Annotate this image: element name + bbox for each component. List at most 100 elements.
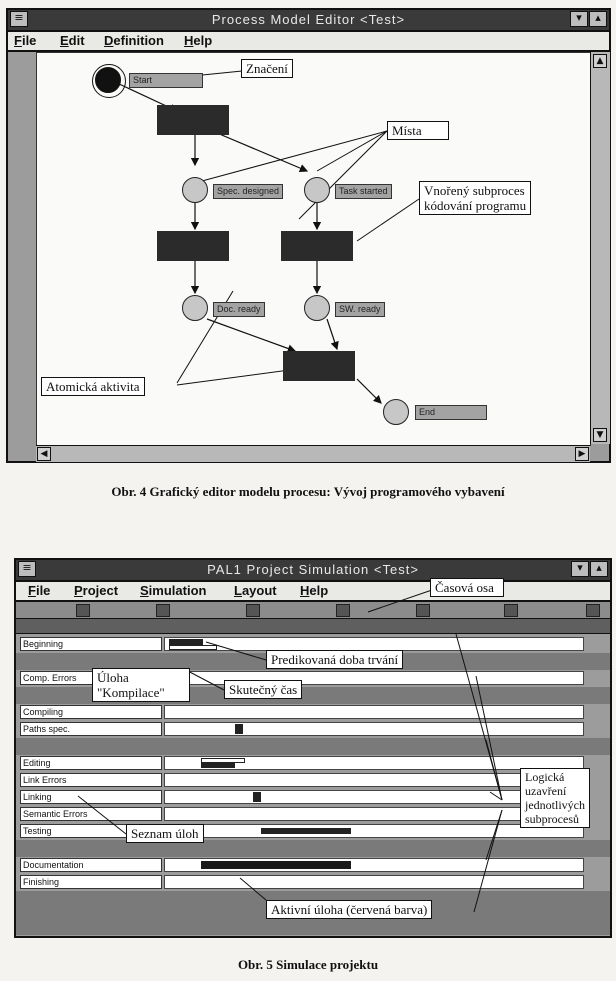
- system-menu-icon[interactable]: ≡: [18, 561, 36, 577]
- toolbar-icon[interactable]: [586, 604, 600, 617]
- task-row-paths-spec[interactable]: Paths spec.: [16, 721, 610, 738]
- task-row-documentation[interactable]: Documentation: [16, 857, 610, 874]
- callout-places: Místa: [387, 121, 449, 140]
- minimize-icon[interactable]: ▾: [571, 561, 589, 577]
- menu-bar: File Edit Definition Help: [8, 32, 609, 52]
- task-name: Documentation: [20, 858, 162, 872]
- callout-marking: Značení: [241, 59, 293, 78]
- menu-definition[interactable]: Definition: [104, 33, 164, 48]
- place-task-started[interactable]: [304, 177, 330, 203]
- toolbar-icon[interactable]: [504, 604, 518, 617]
- callout-logical-line1: Logická: [525, 770, 565, 784]
- active-task-bar: [201, 861, 351, 869]
- place-start[interactable]: [92, 64, 126, 98]
- task-name: Semantic Errors: [20, 807, 162, 821]
- figure4-caption: Obr. 4 Grafický editor modelu procesu: V…: [111, 484, 505, 499]
- callout-task-list: Seznam úloh: [126, 824, 204, 843]
- task-lane: [164, 875, 584, 889]
- menu-help[interactable]: Help: [184, 33, 213, 48]
- callout-lines: [77, 589, 503, 913]
- band-row: [16, 840, 610, 857]
- model-canvas[interactable]: Start Spec. designed Task started Doc. r…: [36, 52, 591, 446]
- system-menu-icon[interactable]: ≡: [10, 11, 28, 27]
- place-spec-designed[interactable]: [182, 177, 208, 203]
- timeline-toolbar: [16, 602, 610, 619]
- task-name: Compiling: [20, 705, 162, 719]
- callout-timeline: Časová osa: [430, 578, 504, 597]
- process-model-editor-window: ≡ Process Model Editor <Test> ▾ ▴ File E…: [6, 8, 611, 463]
- place-doc-ready[interactable]: [182, 295, 208, 321]
- predicted-bar: [201, 758, 245, 763]
- task-name: Beginning: [20, 637, 162, 651]
- task-name: Link Errors: [20, 773, 162, 787]
- task-lane: [164, 756, 584, 770]
- project-simulation-window: ≡ PAL1 Project Simulation <Test> ▾ ▴ Fil…: [14, 558, 612, 938]
- task-row-editing[interactable]: Editing: [16, 755, 610, 772]
- menu-edit[interactable]: Edit: [60, 33, 85, 48]
- task-name: Linking: [20, 790, 162, 804]
- title-bar: ≡ Process Model Editor <Test> ▾ ▴: [8, 10, 609, 32]
- minimize-icon[interactable]: ▾: [570, 11, 588, 27]
- label-task-started: Task started: [335, 184, 392, 199]
- menu-project[interactable]: Project: [74, 583, 119, 598]
- actual-bar: [169, 639, 203, 645]
- maximize-icon[interactable]: ▴: [589, 11, 607, 27]
- menu-file[interactable]: File: [28, 583, 51, 598]
- place-end[interactable]: [383, 399, 409, 425]
- task-row-linking[interactable]: Linking: [16, 789, 610, 806]
- actual-bar: [261, 828, 351, 834]
- callout-logical: Logická uzavření jednotlivých subprocesů: [520, 768, 590, 828]
- callout-logical-line2: uzavření: [525, 784, 567, 798]
- task-row-finishing[interactable]: Finishing: [16, 874, 610, 891]
- label-sw-ready: SW. ready: [335, 302, 385, 317]
- task-lane: [164, 722, 584, 736]
- actual-bar: [201, 762, 235, 768]
- callout-actual: Skutečný čas: [224, 680, 303, 699]
- toolbar-icon[interactable]: [156, 604, 170, 617]
- toolbar-icon[interactable]: [76, 604, 90, 617]
- scroll-left-icon[interactable]: ◀: [37, 447, 51, 461]
- menu-help[interactable]: Help: [300, 583, 329, 598]
- horizontal-scrollbar[interactable]: ◀ ▶: [36, 445, 590, 462]
- callout-predicted: Predikovaná doba trvání: [266, 650, 404, 669]
- toolbar-icon[interactable]: [336, 604, 350, 617]
- task-name: Editing: [20, 756, 162, 770]
- callout-subprocess-line1: Vnořený subproces: [424, 183, 525, 198]
- transition-documentation[interactable]: [157, 231, 229, 261]
- predicted-bar: [169, 645, 217, 650]
- maximize-icon[interactable]: ▴: [590, 561, 608, 577]
- transition-coding-subprocess[interactable]: [281, 231, 353, 261]
- callout-subprocess: Vnořený subproces kódování programu: [419, 181, 532, 215]
- vertical-scrollbar[interactable]: ▲ ▼: [590, 52, 610, 444]
- task-name: Finishing: [20, 875, 162, 889]
- transition-finish[interactable]: [283, 351, 355, 381]
- scroll-right-icon[interactable]: ▶: [575, 447, 589, 461]
- transition-1[interactable]: [157, 105, 229, 135]
- task-lane: [164, 858, 584, 872]
- task-row-semantic-errors[interactable]: Semantic Errors: [16, 806, 610, 823]
- menu-simulation[interactable]: Simulation: [140, 583, 207, 598]
- task-name: Paths spec.: [20, 722, 162, 736]
- callout-subprocess-line2: kódování programu: [424, 198, 527, 213]
- label-end: End: [415, 405, 487, 420]
- menu-layout[interactable]: Layout: [234, 583, 277, 598]
- label-start: Start: [129, 73, 203, 88]
- scroll-up-icon[interactable]: ▲: [593, 54, 607, 68]
- callout-logical-line4: subprocesů: [525, 812, 579, 826]
- toolbar-icon[interactable]: [246, 604, 260, 617]
- callout-task: Úloha "Kompilace": [92, 668, 190, 702]
- callout-logical-line3: jednotlivých: [525, 798, 585, 812]
- window-title: PAL1 Project Simulation <Test>: [207, 562, 419, 577]
- timeline-header: [16, 619, 610, 634]
- label-doc-ready: Doc. ready: [213, 302, 265, 317]
- callout-atomic: Atomická aktivita: [41, 377, 145, 396]
- scroll-down-icon[interactable]: ▼: [593, 428, 607, 442]
- menu-file[interactable]: File: [14, 33, 37, 48]
- window-title: Process Model Editor <Test>: [211, 12, 406, 27]
- actual-bar: [253, 792, 261, 802]
- callout-task-line2: "Kompilace": [97, 685, 165, 700]
- toolbar-icon[interactable]: [416, 604, 430, 617]
- task-row-link-errors[interactable]: Link Errors: [16, 772, 610, 789]
- place-sw-ready[interactable]: [304, 295, 330, 321]
- label-spec-designed: Spec. designed: [213, 184, 284, 199]
